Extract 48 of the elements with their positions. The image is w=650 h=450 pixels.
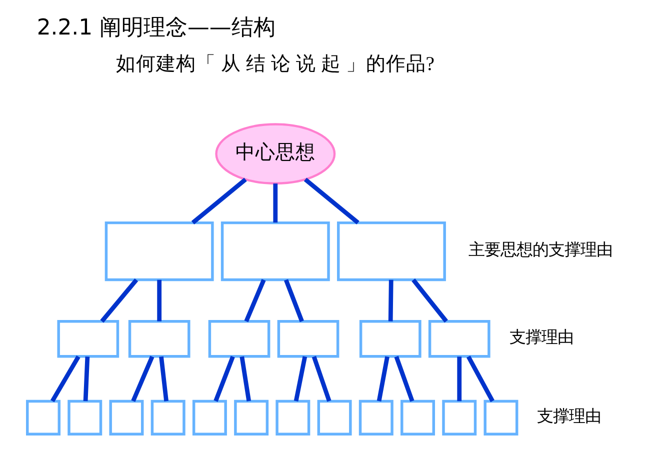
node-box — [400, 400, 434, 436]
node-box — [56, 320, 119, 358]
connector — [244, 279, 266, 322]
node-box — [276, 320, 339, 358]
label: 支撑理由 — [508, 328, 573, 347]
node-box — [104, 221, 214, 282]
node-box — [442, 400, 476, 436]
node-box — [336, 221, 446, 282]
connector — [50, 356, 80, 402]
node-box — [150, 400, 185, 436]
connector — [283, 279, 304, 322]
node-box — [358, 400, 393, 436]
connector — [293, 356, 307, 402]
connector — [190, 178, 246, 224]
node-box — [26, 400, 60, 436]
connector — [272, 184, 278, 223]
node-box — [128, 320, 190, 358]
node-box — [192, 400, 226, 436]
node-box — [275, 400, 310, 436]
connector — [130, 356, 154, 402]
node-box — [316, 400, 352, 436]
connector — [100, 278, 138, 323]
node-box — [358, 320, 421, 358]
connector — [239, 356, 251, 402]
label: 如何建构「 从 结 论 说 起 」的作品? — [116, 52, 434, 75]
diagram-title: 2.2.1 阐明理念——结构 — [36, 15, 275, 40]
node-ellipse: 中心思想 — [214, 123, 336, 184]
connector — [466, 356, 494, 402]
node-box — [234, 400, 268, 436]
connector — [82, 356, 90, 402]
node-box — [108, 400, 144, 436]
connector — [156, 280, 162, 322]
label: 主要思想的支撑理由 — [468, 240, 612, 260]
connector — [388, 280, 393, 322]
connector — [303, 178, 359, 224]
connector — [311, 356, 331, 402]
node-box — [483, 400, 518, 436]
node-box — [67, 400, 102, 436]
connector — [411, 278, 448, 323]
node-box — [208, 320, 270, 358]
connector — [158, 356, 168, 402]
connector — [213, 356, 234, 402]
connector — [456, 356, 462, 402]
node-box — [428, 320, 490, 358]
connector — [376, 356, 389, 402]
connector — [394, 356, 414, 402]
label: 支撑理由 — [536, 406, 600, 426]
node-box — [220, 221, 330, 282]
